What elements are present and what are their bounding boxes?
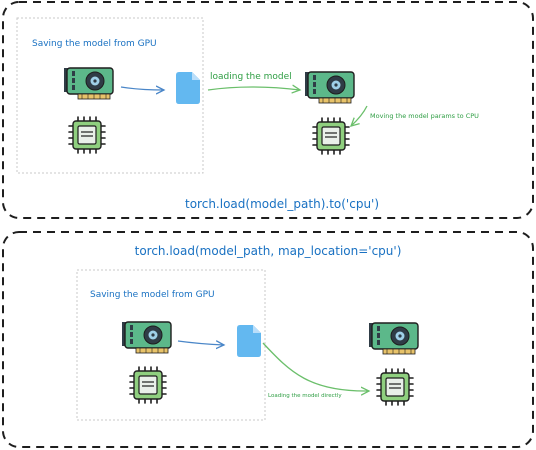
gpu-card-icon xyxy=(121,321,172,354)
bottom-load-label: Loading the model directly xyxy=(268,393,342,399)
gpu-card-icon xyxy=(368,322,419,355)
file-icon xyxy=(237,325,261,357)
cpu-chip-icon xyxy=(376,368,414,406)
file-icon xyxy=(176,72,200,104)
top-load-arrow xyxy=(207,87,300,90)
top-load-label: loading the model xyxy=(210,72,292,82)
top-panel-border xyxy=(2,1,534,219)
top-save-caption: Saving the model from GPU xyxy=(32,39,157,49)
cpu-chip-icon xyxy=(312,117,350,155)
top-move-arrow xyxy=(351,105,368,126)
bottom-save-arrow xyxy=(177,341,224,345)
top-save-arrow xyxy=(120,87,164,90)
gpu-card-icon xyxy=(304,71,355,104)
bottom-code-label: torch.load(model_path, map_location='cpu… xyxy=(135,244,402,258)
bottom-save-box xyxy=(76,269,266,421)
top-code-label: torch.load(model_path).to('cpu') xyxy=(185,197,379,211)
cpu-chip-icon xyxy=(129,366,167,404)
top-save-box xyxy=(16,17,204,174)
gpu-card-icon xyxy=(63,67,114,100)
top-move-label: Moving the model params to CPU xyxy=(370,112,479,120)
bottom-load-arrow xyxy=(262,342,369,391)
bottom-save-caption: Saving the model from GPU xyxy=(90,290,215,300)
bottom-panel-border xyxy=(2,231,534,448)
cpu-chip-icon xyxy=(68,116,106,154)
